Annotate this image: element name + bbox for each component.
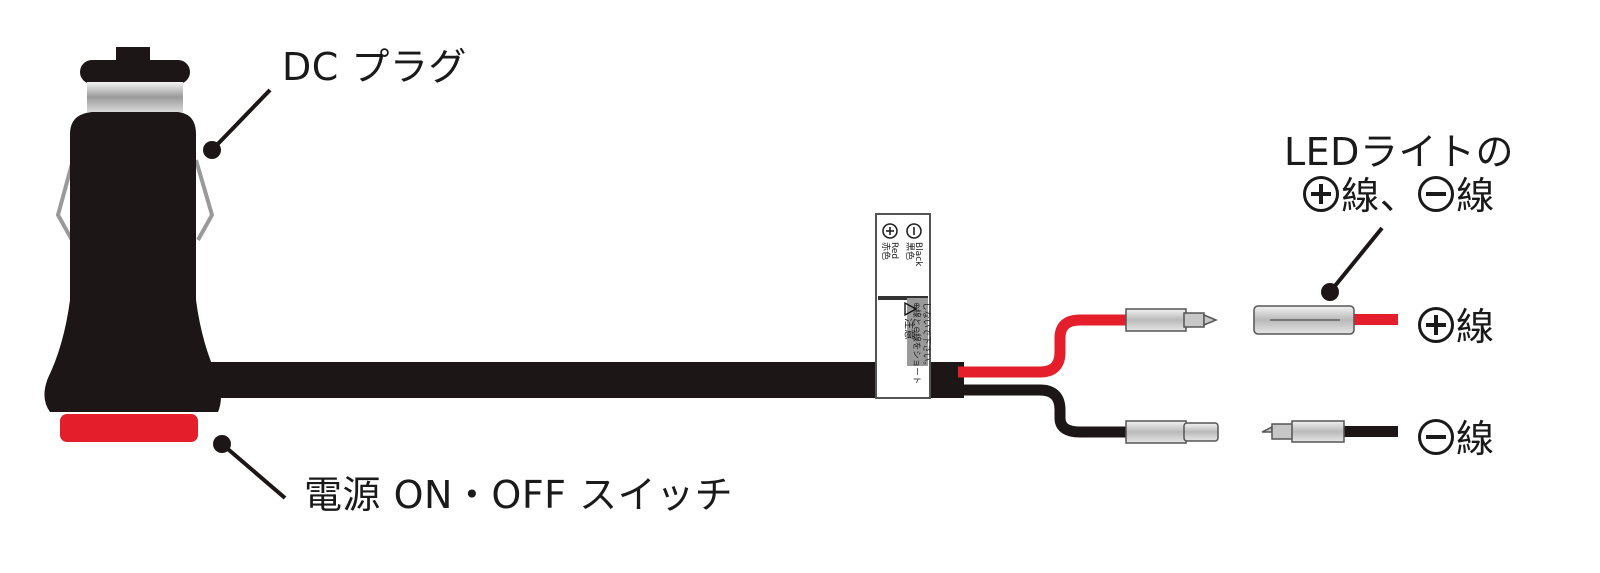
minus-circle-icon: [1418, 175, 1455, 212]
cable-warning-tag: Red 赤色 Black 黒色 注意 ⊕線と⊖線をショート しないで下さい。: [875, 213, 931, 399]
label-minus-wire: 線: [1418, 417, 1495, 462]
leader-dot-switch: [213, 435, 231, 453]
plug-body: [44, 112, 221, 412]
black-wire-connector-left: [1125, 420, 1219, 444]
plug-cap: [80, 60, 190, 84]
red-wire-connector-left: [1125, 308, 1218, 332]
tag-caution: 注意: [903, 318, 917, 340]
power-switch: [60, 414, 198, 442]
leader-led: [1328, 226, 1384, 294]
tag-black-en: Black: [913, 242, 923, 267]
red-wire-connector-right: [1253, 305, 1355, 335]
main-cable: [200, 362, 964, 398]
plus-circle-icon: [1418, 307, 1454, 343]
label-minus-wire-text: 線: [1456, 417, 1495, 461]
black-wire-connector-right: [1261, 420, 1345, 443]
tag-warning-line1: ⊕線と⊖線をショート: [911, 302, 922, 384]
minus-circle-icon: [1418, 419, 1454, 455]
tag-black-jp: 黒色: [904, 242, 916, 260]
leader-dot-dc: [203, 141, 221, 159]
tag-red-en: Red: [889, 242, 899, 259]
label-led-line2: 線、線: [1284, 173, 1514, 219]
leader-dot-led: [1321, 283, 1339, 301]
leader-switch: [220, 442, 287, 500]
label-plus-wire: 線: [1418, 305, 1495, 350]
label-led-minus-text: 線: [1456, 173, 1495, 218]
plus-circle-icon: [1303, 175, 1340, 212]
red-wire-left: [958, 314, 1130, 378]
black-wire-left: [958, 384, 1130, 438]
red-wire-right: [1350, 314, 1398, 325]
label-led-wires: LEDライトの 線、線: [1284, 130, 1514, 219]
tag-warning-line2: しないで下さい。: [921, 302, 931, 370]
label-led-plus-text: 線、: [1341, 173, 1419, 218]
plus-circle-icon: [882, 223, 898, 239]
plug-spring-left: [55, 159, 75, 241]
plug-tip: [116, 47, 150, 63]
leader-dc: [210, 88, 272, 152]
black-wire-right: [1340, 426, 1398, 437]
minus-circle-icon: [906, 223, 922, 239]
warning-triangle-icon: [904, 301, 918, 317]
label-power-switch: 電源 ON・OFF スイッチ: [304, 473, 734, 517]
label-dc-plug: DC プラグ: [282, 45, 467, 89]
plug-metal-ring: [87, 82, 183, 112]
label-plus-wire-text: 線: [1456, 305, 1495, 349]
dc-plug: [44, 47, 221, 442]
plug-spring-right: [194, 159, 215, 241]
label-led-line1: LEDライトの: [1284, 130, 1514, 174]
tag-red-jp: 赤色: [880, 242, 892, 260]
